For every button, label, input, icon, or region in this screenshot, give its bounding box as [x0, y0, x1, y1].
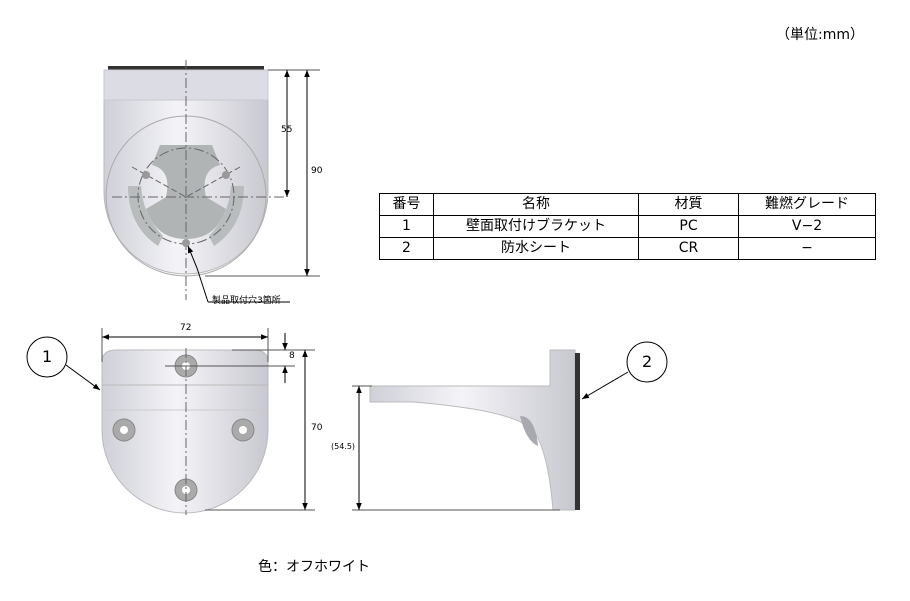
cell: 1 — [379, 215, 434, 238]
cell: V−2 — [738, 215, 876, 238]
table-row: 1 壁面取付けブラケット PC V−2 — [379, 215, 876, 238]
dim-72: 72 — [180, 323, 192, 333]
header-material: 材質 — [638, 193, 739, 216]
color-label: 色：オフホワイト — [258, 559, 370, 575]
cell: 2 — [379, 237, 434, 260]
callout-1: 1 — [42, 347, 53, 366]
cell: − — [738, 237, 876, 260]
cell: 壁面取付けブラケット — [433, 215, 639, 238]
table-row: 2 防水シート CR − — [379, 237, 876, 260]
callout-1-circle — [26, 336, 68, 378]
dim-54-5: (54.5) — [331, 442, 356, 451]
side-view — [352, 341, 668, 511]
dim-55: 55 — [281, 125, 293, 135]
top-view — [103, 60, 320, 303]
cell: CR — [638, 237, 739, 260]
dim-8: 8 — [289, 351, 295, 361]
table-header-row: 番号 名称 材質 難燃グレード — [379, 193, 876, 216]
parts-table: 番号 名称 材質 難燃グレード 1 壁面取付けブラケット PC V−2 2 防水… — [379, 193, 876, 260]
dim-90: 90 — [311, 166, 323, 176]
front-view — [26, 328, 315, 515]
cell: PC — [638, 215, 739, 238]
callout-2-circle — [626, 341, 668, 383]
mounting-hole-note: 製品取付穴3箇所 — [212, 296, 281, 306]
callout-2: 2 — [642, 352, 653, 371]
header-number: 番号 — [379, 193, 434, 216]
header-name: 名称 — [433, 193, 639, 216]
unit-label: （単位:mm） — [776, 27, 864, 43]
cell: 防水シート — [433, 237, 639, 260]
header-flame-grade: 難燃グレード — [738, 193, 876, 216]
dim-70: 70 — [311, 423, 323, 433]
